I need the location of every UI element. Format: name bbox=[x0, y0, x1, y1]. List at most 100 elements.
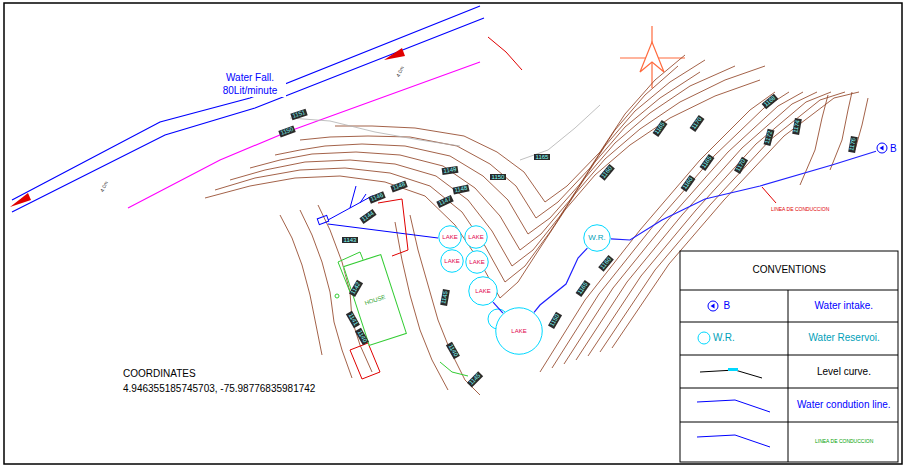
intake-structure bbox=[317, 215, 328, 224]
legend-text: Water condution line. bbox=[797, 399, 891, 411]
elevation-label: 1165 bbox=[576, 279, 591, 296]
coordinates-note: COORDINATES bbox=[122, 368, 197, 380]
house-label: HOUSE bbox=[364, 294, 386, 307]
lake-label: LAKE bbox=[475, 288, 490, 295]
legend-symbol-label: B bbox=[723, 300, 732, 312]
water-reservoir: W.R. bbox=[583, 224, 611, 252]
legend-sample bbox=[700, 370, 762, 378]
contour-line bbox=[280, 215, 322, 355]
channel-axis bbox=[128, 62, 480, 208]
elevation-label: 1145 bbox=[440, 289, 450, 306]
line-note: LINEA DE CONDUCCION bbox=[770, 207, 830, 213]
circle-outline bbox=[441, 250, 464, 273]
elevation-label: 1170 bbox=[734, 156, 748, 173]
lake-pond: LAKE bbox=[495, 307, 543, 355]
legend-table bbox=[680, 355, 898, 356]
legend-heading: CONVENTIONS bbox=[752, 264, 827, 276]
elevation-label: 1150 bbox=[548, 311, 562, 328]
contour-line bbox=[300, 210, 352, 378]
contour-line bbox=[395, 222, 448, 390]
north-arrow bbox=[640, 42, 664, 72]
legend-text: Water Reservoi. bbox=[809, 332, 880, 344]
lake-pond: LAKE bbox=[465, 250, 489, 274]
elevation-label: 1146 bbox=[368, 191, 385, 203]
elevation-label: 1150 bbox=[490, 174, 506, 181]
dimension-label: 4.0m bbox=[99, 180, 110, 194]
contour-line bbox=[335, 55, 685, 202]
elevation-label: 1140 bbox=[446, 341, 460, 358]
legend-table bbox=[788, 290, 789, 462]
elevation-label: 1145 bbox=[467, 371, 483, 387]
conduction-line bbox=[493, 302, 503, 313]
reservoir-label: W.R. bbox=[588, 234, 605, 243]
legend-table bbox=[680, 388, 898, 389]
lake-label: LAKE bbox=[468, 234, 483, 241]
lake-label: LAKE bbox=[444, 258, 459, 265]
elevation-label: 1148 bbox=[390, 180, 407, 192]
legend-symbol-label: W.R. bbox=[712, 332, 736, 344]
contour-line bbox=[230, 66, 735, 266]
legend-sample bbox=[698, 332, 710, 344]
property-line bbox=[488, 37, 522, 70]
flow-note: Water Fall. 80Lit/minute bbox=[214, 71, 286, 97]
lake-label: LAKE bbox=[442, 234, 457, 241]
elevation-label: 1148 bbox=[452, 184, 469, 194]
circle-outline bbox=[496, 308, 543, 355]
elevation-label: 1147 bbox=[436, 194, 453, 207]
elevation-label: 1165 bbox=[534, 154, 550, 161]
flow-arrow bbox=[10, 48, 405, 207]
contour-line bbox=[205, 80, 760, 298]
circle-outline bbox=[584, 225, 611, 252]
lake-pond: LAKE bbox=[468, 276, 498, 306]
circle-outline bbox=[466, 251, 489, 274]
elevation-label: 1143 bbox=[342, 237, 358, 244]
lake-label: LAKE bbox=[511, 328, 526, 335]
waterfall-channel bbox=[12, 6, 480, 200]
lake-pond: LAKE bbox=[438, 225, 462, 249]
contour-line bbox=[275, 60, 705, 234]
flow-arrow bbox=[10, 193, 31, 207]
elevation-label: 1165 bbox=[700, 153, 715, 170]
intake-symbol bbox=[876, 142, 888, 154]
elevation-label: 1174 bbox=[792, 118, 802, 135]
elevation-label: 1160 bbox=[598, 255, 614, 272]
lot-boundary bbox=[350, 343, 380, 379]
legend-table bbox=[680, 251, 898, 462]
elevation-label: 1172 bbox=[764, 128, 775, 145]
contour-line bbox=[830, 92, 852, 170]
elevation-label: 1168 bbox=[762, 93, 779, 109]
water-intake: B bbox=[876, 141, 897, 155]
elevation-label: 1160 bbox=[681, 174, 696, 191]
contour-line bbox=[215, 66, 765, 282]
elevation-label: 1165 bbox=[653, 119, 668, 136]
lake-pond: LAKE bbox=[464, 225, 488, 249]
circle-outline bbox=[465, 226, 488, 249]
minor-contour-line bbox=[520, 105, 600, 160]
contour-line bbox=[250, 72, 700, 250]
dimension-label: 4.0m bbox=[395, 65, 406, 79]
contour-line bbox=[300, 66, 678, 218]
legend-text: Level curve. bbox=[817, 366, 871, 378]
sheet-frame bbox=[4, 3, 902, 464]
intake-structure bbox=[360, 194, 366, 203]
garden-outline bbox=[335, 294, 339, 298]
legend-sample bbox=[697, 400, 770, 412]
elevation-label: 1151 bbox=[290, 108, 307, 119]
elevation-label: 1150 bbox=[278, 125, 295, 137]
intake-symbol bbox=[880, 146, 884, 151]
elevation-label: 1176 bbox=[848, 136, 858, 153]
waterfall-channel bbox=[12, 18, 484, 212]
circle-outline bbox=[469, 277, 498, 306]
legend-text: Water intake. bbox=[815, 300, 874, 312]
legend-table bbox=[680, 251, 898, 462]
conduction-line bbox=[611, 151, 876, 240]
legend-table bbox=[680, 322, 898, 323]
intake-label: B bbox=[890, 143, 897, 154]
circle-outline bbox=[439, 226, 462, 249]
flow-arrow bbox=[384, 48, 405, 60]
legend-table bbox=[680, 290, 898, 291]
contour-line bbox=[855, 98, 868, 150]
contour-line bbox=[800, 95, 828, 185]
